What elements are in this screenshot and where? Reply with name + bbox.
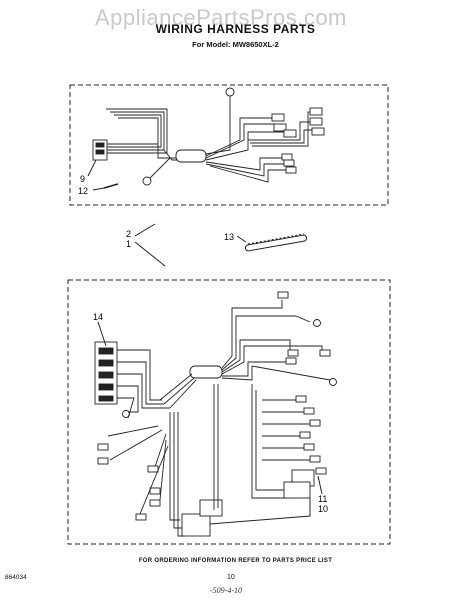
callout-9: 9 bbox=[80, 174, 85, 184]
page-number: 10 bbox=[227, 574, 235, 581]
part-13-strap bbox=[236, 233, 308, 252]
leader-12 bbox=[92, 187, 105, 191]
leader-2-1 bbox=[134, 223, 166, 267]
upper-harness bbox=[92, 87, 325, 189]
watermark: AppliancePartsPros.com bbox=[95, 5, 347, 30]
leader-10 bbox=[209, 498, 311, 525]
callout-10: 10 bbox=[318, 504, 328, 514]
model-subtitle: For Model: MW8650XL-2 bbox=[192, 40, 279, 49]
upper-assembly-box bbox=[69, 84, 389, 206]
callout-13: 13 bbox=[224, 232, 234, 242]
lower-harness bbox=[94, 291, 337, 537]
callout-12: 12 bbox=[78, 186, 88, 196]
leader-11 bbox=[317, 475, 323, 495]
handwritten-note: -509-4-10 bbox=[210, 586, 242, 595]
callout-1: 1 bbox=[126, 239, 131, 249]
leader-14 bbox=[97, 321, 107, 347]
ordering-note: FOR ORDERING INFORMATION REFER TO PARTS … bbox=[138, 558, 333, 564]
callout-14: 14 bbox=[93, 312, 103, 322]
callout-2: 2 bbox=[126, 229, 131, 239]
page-title: WIRING HARNESS PARTS bbox=[155, 22, 316, 36]
leader-9 bbox=[87, 159, 97, 177]
callout-11: 11 bbox=[318, 494, 327, 504]
document-number: 864034 bbox=[5, 574, 27, 581]
lower-assembly-box bbox=[67, 279, 391, 545]
